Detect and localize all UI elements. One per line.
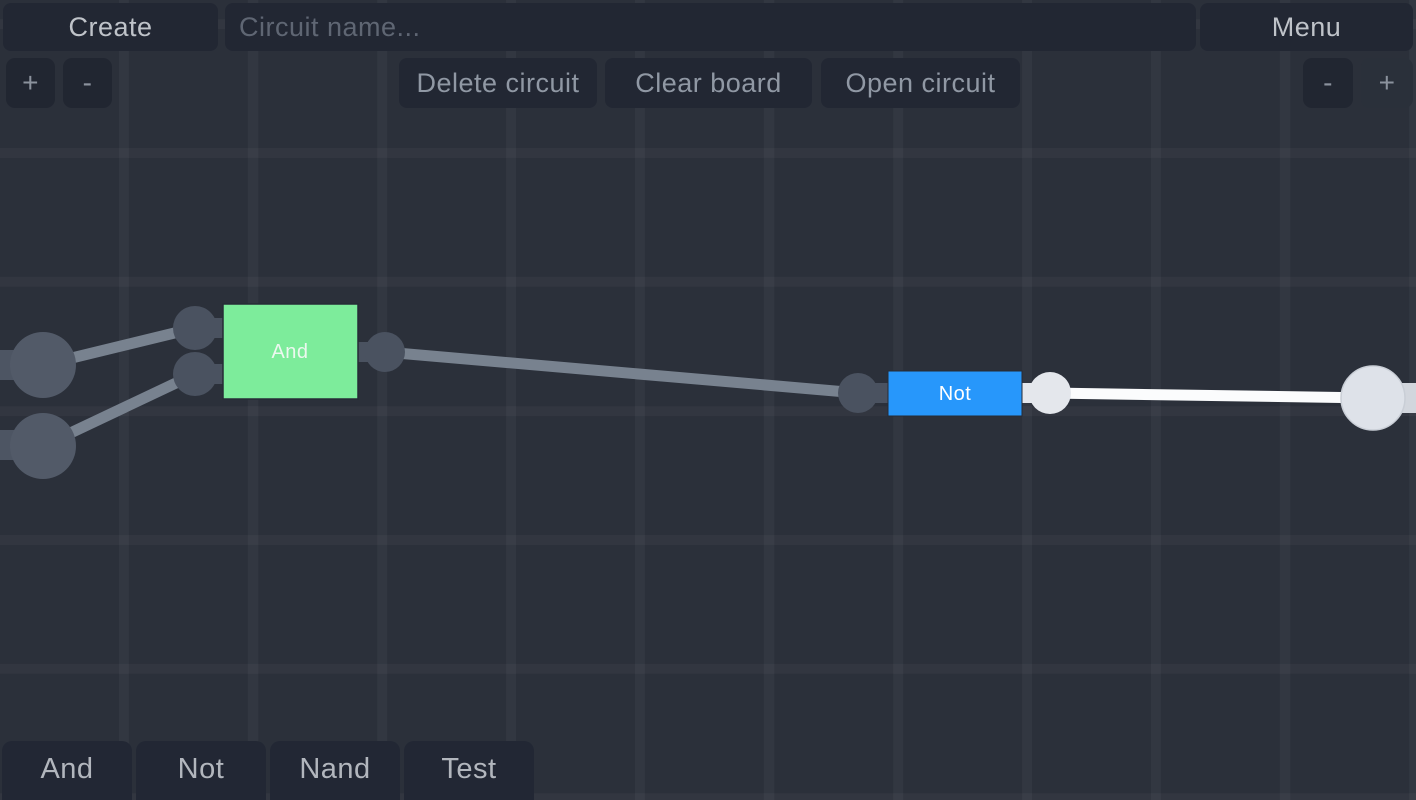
create-button-label: Create [68,11,153,42]
not-output-pin[interactable] [1029,372,1071,414]
palette-item-and[interactable]: And [2,741,132,800]
open-circuit-label: Open circuit [845,67,996,98]
wire-not-to-output[interactable] [1049,387,1374,404]
not-gate-label: Not [939,383,972,405]
palette-item-not[interactable]: Not [136,741,266,800]
palette-item-test[interactable]: Test [404,741,534,800]
wire-and-to-not[interactable] [384,346,859,399]
zoom-out-button-left[interactable]: - [63,58,112,108]
palette-item-not-label: Not [177,753,225,785]
plus-icon: + [22,67,39,98]
delete-circuit-label: Delete circuit [416,67,580,98]
palette-item-nand-label: Nand [299,753,371,785]
clear-board-label: Clear board [635,67,782,98]
minus-icon: - [1323,67,1333,98]
and-input-pin-2[interactable] [173,352,217,396]
menu-button[interactable]: Menu [1200,3,1413,51]
palette-item-and-label: And [40,753,94,785]
not-input-pin[interactable] [838,373,878,413]
output-node[interactable] [1340,365,1406,431]
circuit-name-input[interactable] [225,3,1196,51]
zoom-in-button-right[interactable]: + [1361,58,1413,108]
delete-circuit-button[interactable]: Delete circuit [399,58,597,108]
clear-board-button[interactable]: Clear board [605,58,812,108]
create-button[interactable]: Create [3,3,218,51]
menu-button-label: Menu [1271,11,1342,42]
and-output-pin[interactable] [365,332,405,372]
palette-item-test-label: Test [441,753,497,785]
plus-icon: + [1378,67,1396,98]
minus-icon: - [82,67,93,98]
not-gate[interactable] [887,370,1023,417]
open-circuit-button[interactable]: Open circuit [821,58,1020,108]
and-gate-label: And [271,341,308,363]
input-node-2[interactable] [10,413,76,479]
palette-item-nand[interactable]: Nand [270,741,400,800]
zoom-out-button-right[interactable]: - [1303,58,1353,108]
and-input-pin-1[interactable] [173,306,217,350]
and-gate[interactable] [222,303,359,400]
input-node-1[interactable] [10,332,76,398]
zoom-in-button-left[interactable]: + [6,58,55,108]
